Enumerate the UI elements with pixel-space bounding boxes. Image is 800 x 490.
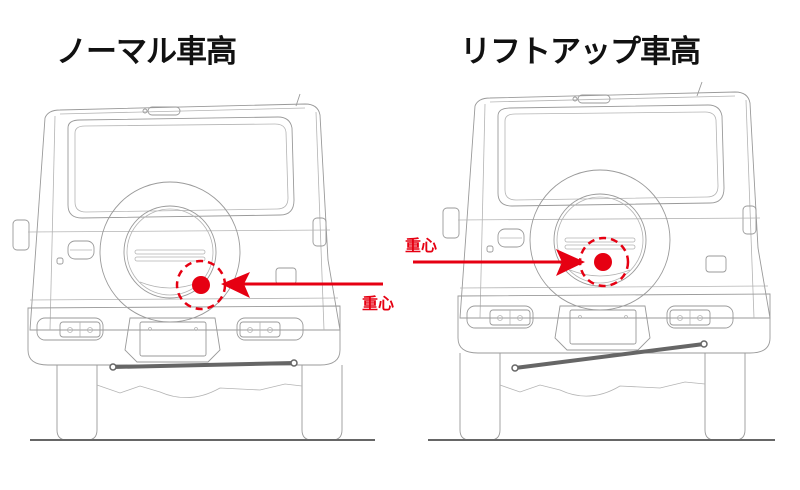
left-rear-tire — [56, 365, 98, 441]
center-of-gravity-label-lift-up: 重心 — [405, 236, 438, 255]
normal-vehicle-illustration — [12, 93, 383, 441]
center-of-gravity-dot — [192, 276, 210, 294]
right-rear-tire — [704, 353, 746, 441]
left-rear-tire — [459, 353, 501, 441]
center-of-gravity-dot — [594, 253, 612, 271]
lift-up-vehicle-illustration — [413, 81, 775, 441]
antenna-icon — [696, 81, 703, 97]
rod-joint-left — [511, 364, 519, 372]
normal-height-title: ノーマル車高 — [56, 34, 237, 70]
arrow-head-icon — [221, 272, 250, 298]
rod-joint-right — [290, 359, 298, 367]
lateral-rod — [111, 361, 296, 369]
center-of-gravity-label-normal: 重心 — [362, 294, 395, 313]
rod-joint-left — [109, 363, 117, 371]
rod-joint-right — [700, 340, 708, 348]
lateral-rod — [513, 342, 706, 370]
right-rear-tire — [301, 365, 343, 441]
lift-up-height-title: リフトアップ車高 — [460, 34, 701, 70]
arrow-head-icon — [556, 249, 585, 276]
